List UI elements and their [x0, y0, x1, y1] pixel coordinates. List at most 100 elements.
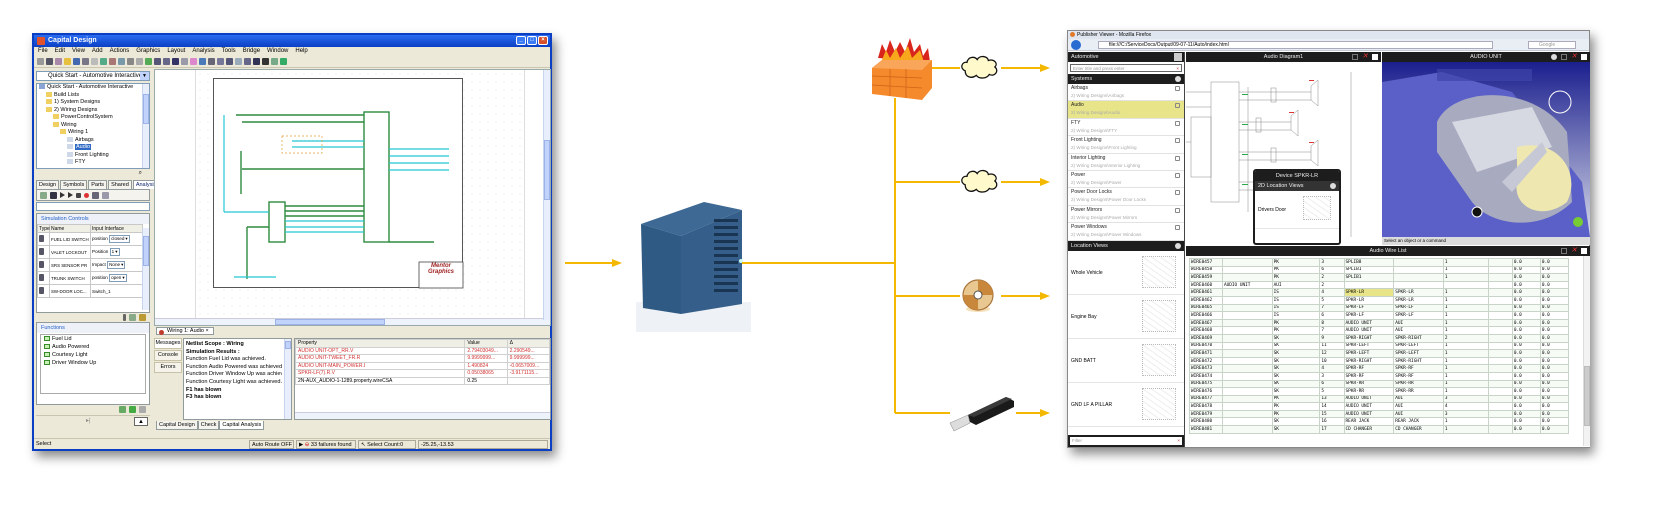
toolbar-icon[interactable] [37, 58, 44, 65]
tab-parts[interactable]: Parts [88, 180, 108, 189]
messages-scrollbar[interactable] [284, 339, 291, 419]
popup-location-item[interactable]: Drivers Door [1255, 191, 1339, 229]
export-icon[interactable] [102, 191, 109, 199]
simulation-row[interactable]: SW-DOOR LOC... Switch_1 [37, 284, 143, 298]
tree-item[interactable]: FTY [37, 159, 149, 167]
canvas-vscrollbar[interactable] [543, 70, 550, 320]
maximize-icon[interactable] [1581, 248, 1587, 254]
toolbar-icon[interactable] [55, 58, 62, 65]
location-item[interactable]: Whole Vehicle [1068, 251, 1184, 295]
toolbar-icon[interactable] [118, 58, 125, 65]
canvas-hscrollbar[interactable] [155, 318, 550, 325]
toolbar-icon[interactable] [172, 58, 179, 65]
tab-errors[interactable]: Errors [154, 362, 182, 373]
collapse-icon[interactable]: ▸| [86, 418, 91, 424]
open-link-icon[interactable] [1175, 172, 1180, 178]
toolbar-icon[interactable] [64, 58, 71, 65]
settings-icon[interactable] [1551, 54, 1557, 60]
tab-symbols[interactable]: Symbols [60, 180, 88, 189]
tree-item[interactable]: Front Lighting [37, 152, 149, 160]
open-link-icon[interactable] [1175, 225, 1180, 231]
interface-dropdown[interactable]: open▾ [109, 274, 127, 282]
step-icon[interactable] [68, 192, 73, 198]
menu-item[interactable]: Actions [109, 48, 130, 54]
tab-console[interactable]: Console [154, 350, 182, 361]
close-icon[interactable]: ✕ [1362, 53, 1368, 60]
open-link-icon[interactable] [1175, 120, 1180, 126]
toolbar-icon[interactable] [226, 58, 233, 65]
stop-icon[interactable] [76, 192, 81, 198]
toolbar-icon[interactable] [109, 58, 116, 65]
toolbar-icon[interactable] [145, 58, 152, 65]
tree-item[interactable]: Wiring [37, 122, 149, 130]
tree-item[interactable]: PowerControlSystem [37, 114, 149, 122]
play-icon[interactable] [60, 192, 65, 198]
function-item[interactable]: Fuel Lid [41, 335, 145, 343]
3d-vehicle-view[interactable] [1382, 62, 1590, 237]
menu-item[interactable]: Edit [54, 48, 66, 54]
switch-icon[interactable] [129, 314, 136, 321]
maximize-icon[interactable] [1372, 54, 1378, 60]
globe-icon[interactable] [1573, 217, 1583, 227]
menu-item[interactable]: File [38, 48, 48, 54]
tree-item[interactable]: 2) Wiring Designs [37, 107, 149, 115]
menu-item[interactable]: Add [91, 48, 103, 54]
add-function-icon[interactable] [119, 406, 126, 413]
toolbar-icon[interactable] [244, 58, 251, 65]
function-item[interactable]: Driver Window Up [41, 359, 145, 367]
table-icon[interactable] [139, 406, 146, 413]
sensor-icon[interactable] [123, 314, 126, 321]
compass-icon[interactable] [1548, 90, 1572, 114]
document-tab[interactable]: Wiring 1: Audio × [156, 327, 214, 335]
location-filter-input[interactable]: Filter× [1070, 437, 1182, 445]
tab-check[interactable]: Check [197, 421, 220, 430]
back-button[interactable] [1071, 40, 1081, 50]
schematic-canvas[interactable]: Mentor Graphics [154, 69, 551, 326]
toolbar-icon[interactable] [73, 58, 80, 65]
record-icon[interactable] [84, 192, 89, 198]
toolbar-icon[interactable] [163, 58, 170, 65]
toggle-icon[interactable] [1175, 76, 1181, 82]
location-item[interactable]: GND LF A PILLAR [1068, 383, 1184, 427]
toolbar-icon[interactable] [190, 58, 197, 65]
menu-item[interactable]: Layout [167, 48, 186, 54]
tab-design[interactable]: Design [36, 180, 60, 189]
popout-icon[interactable] [1352, 54, 1358, 60]
close-icon[interactable]: ✕ [1571, 53, 1577, 60]
toolbar-icon[interactable] [208, 58, 215, 65]
open-link-icon[interactable] [1175, 103, 1180, 109]
property-hscrollbar[interactable] [295, 412, 550, 419]
tab-shared[interactable]: Shared [108, 180, 132, 189]
toolbar-icon[interactable] [217, 58, 224, 65]
tree-item[interactable]: Build Lists [37, 92, 149, 100]
tab-capital-design[interactable]: Capital Design [156, 421, 198, 430]
menu-item[interactable]: View [72, 48, 85, 54]
function-item[interactable]: Audio Powered [41, 343, 145, 351]
tree-item[interactable]: Wiring 1 [37, 129, 149, 137]
interface-dropdown[interactable]: 1▾ [109, 248, 120, 256]
url-bar[interactable]: file:///C:/ServiceDocs/Output/09-07-11/A… [1098, 41, 1493, 49]
3d-toolbar[interactable] [1437, 69, 1532, 81]
